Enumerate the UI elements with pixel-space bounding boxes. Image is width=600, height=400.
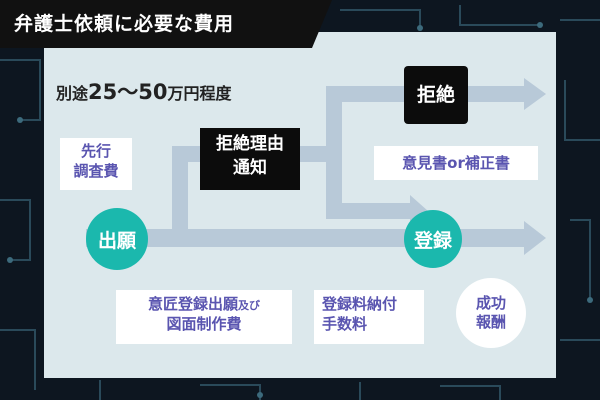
registration-label: 登録 (413, 229, 452, 252)
rejection-notice-line2: 通知 (233, 157, 267, 178)
rejection-node: 拒絶 (404, 66, 468, 124)
application-drawing-cost-line1: 意匠登録出願及び (116, 294, 292, 314)
success-fee-line2: 報酬 (475, 313, 506, 331)
extra-cost-note: 別途25〜50万円程度 (56, 76, 231, 106)
note-suffix: 万円程度 (167, 84, 232, 103)
prior-search-cost-line1: 先行 (80, 142, 111, 160)
branch-vertical-1 (172, 146, 188, 236)
application-node: 出願 (86, 208, 148, 270)
note-range: 25〜50 (88, 80, 168, 104)
application-drawing-cost-box: 意匠登録出願及び 図面制作費 (116, 290, 292, 344)
prior-search-cost-box: 先行 調査費 (60, 138, 132, 190)
success-fee-line1: 成功 (475, 293, 506, 312)
opinion-amendment-cost-label: 意見書or補正書 (402, 154, 510, 172)
registration-fee-cost-line2: 手数料 (322, 315, 368, 334)
rejection-notice-node: 拒絶理由 通知 (200, 128, 300, 190)
application-label: 出願 (97, 229, 136, 252)
prior-search-cost-line2: 調査費 (73, 162, 119, 181)
registration-fee-cost-line1: 登録料納付 (322, 295, 398, 313)
registration-node: 登録 (404, 210, 462, 268)
registration-fee-cost-box: 登録料納付 手数料 (314, 290, 424, 344)
application-drawing-cost-line1-small: 及び (238, 299, 260, 312)
main-flow-arrowhead (524, 221, 546, 255)
branch-vertical-3 (326, 146, 342, 216)
merge-horizontal (326, 203, 416, 219)
branch-vertical-2 (326, 88, 342, 162)
success-fee-node: 成功 報酬 (456, 278, 526, 348)
rejection-label: 拒絶 (416, 84, 455, 106)
application-drawing-cost-line1-main: 意匠登録出願 (147, 295, 238, 313)
page-title: 弁護士依頼に必要な費用 (0, 0, 332, 48)
reject-arrowhead (524, 78, 546, 110)
rejection-notice-line1: 拒絶理由 (216, 134, 284, 154)
opinion-amendment-cost-box: 意見書or補正書 (374, 146, 538, 180)
application-drawing-cost-line2: 図面制作費 (166, 315, 242, 334)
note-prefix: 別途 (56, 84, 89, 103)
